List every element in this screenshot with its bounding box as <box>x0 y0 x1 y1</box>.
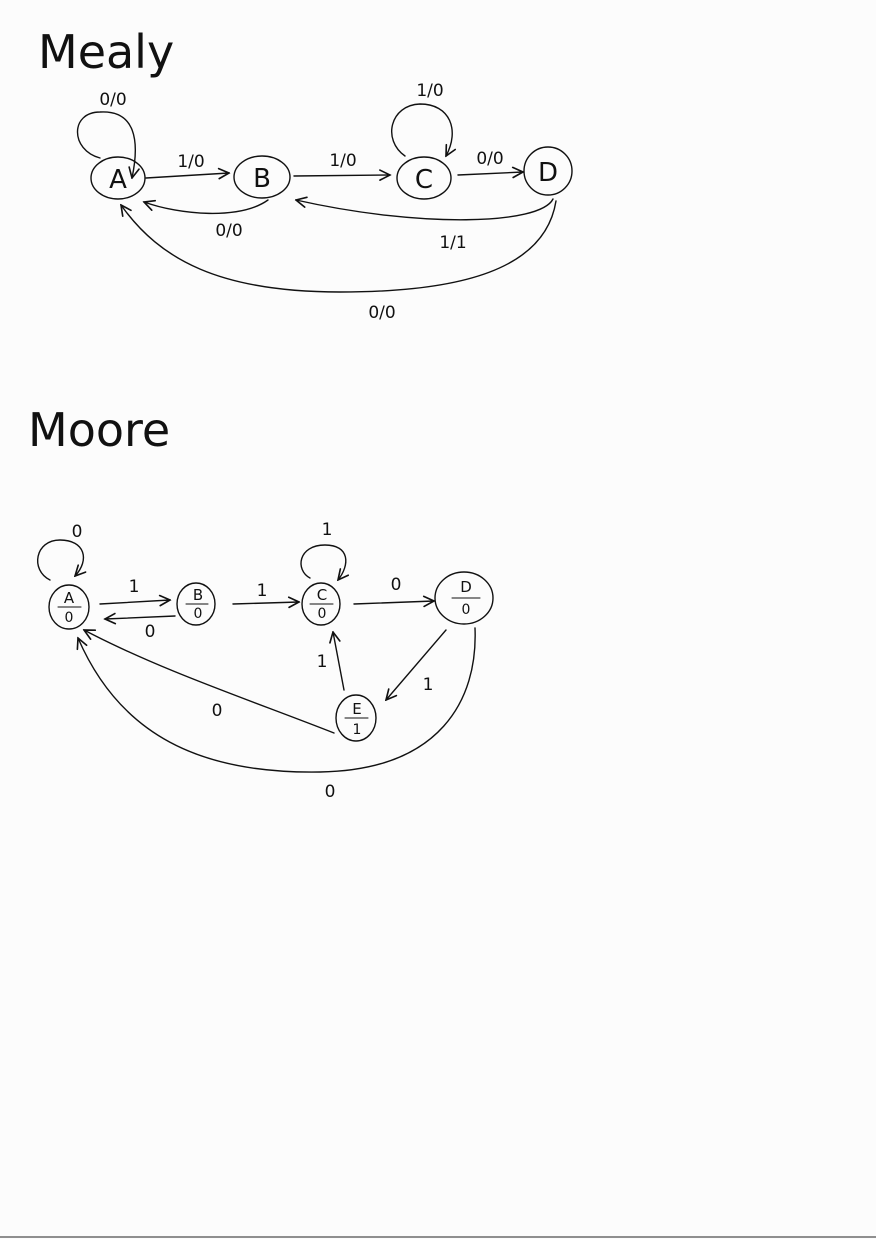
mealy-state-a-label: A <box>109 165 127 195</box>
mealy-c-self-loop <box>391 103 453 156</box>
moore-title: Moore <box>28 403 170 457</box>
mealy-state-c-label: C <box>415 165 433 195</box>
mealy-state-b-circle <box>233 155 291 199</box>
mealy-state-c-circle <box>396 156 452 200</box>
moore-state-d: D 0 <box>434 571 494 625</box>
moore-e-to-c-label: 1 <box>317 652 328 672</box>
moore-state-c-output: 0 <box>318 606 327 622</box>
moore-state-c: C 0 <box>301 582 341 626</box>
moore-state-b-circle <box>176 582 216 626</box>
moore-c-self-label: 1 <box>322 520 333 540</box>
moore-c-to-d-arrow <box>353 601 434 604</box>
moore-state-b-output: 0 <box>194 606 203 622</box>
moore-state-e-output: 1 <box>353 722 362 738</box>
mealy-b-to-a-label: 0/0 <box>215 221 242 241</box>
moore-state-c-circle <box>301 582 341 626</box>
moore-d-to-a-label: 0 <box>325 782 336 802</box>
moore-state-d-output: 0 <box>462 602 471 618</box>
mealy-state-d-label: D <box>538 158 558 188</box>
mealy-a-self-label: 0/0 <box>99 90 126 110</box>
moore-state-b-name: B <box>193 586 203 604</box>
moore-state-a-output: 0 <box>65 610 74 626</box>
mealy-a-self-loop <box>76 111 136 178</box>
mealy-d-to-b-arrow <box>296 199 554 221</box>
mealy-c-self-label: 1/0 <box>416 81 443 101</box>
moore-a-self-label: 0 <box>72 522 83 542</box>
mealy-a-to-b-label: 1/0 <box>177 152 204 172</box>
mealy-state-b-label: B <box>253 164 271 194</box>
moore-c-self-loop <box>300 544 346 580</box>
moore-b-to-c-label: 1 <box>257 581 268 601</box>
mealy-state-a: A <box>90 156 146 200</box>
moore-state-c-name: C <box>317 586 327 604</box>
moore-e-to-a-arrow <box>84 630 335 734</box>
mealy-b-to-c-arrow <box>293 175 390 176</box>
mealy-c-to-d-label: 0/0 <box>476 149 503 169</box>
mealy-b-to-a-arrow <box>144 199 269 215</box>
moore-d-to-a-arrow <box>78 627 476 773</box>
mealy-c-to-d-arrow <box>457 172 523 175</box>
moore-a-to-b-label: 1 <box>129 577 140 597</box>
mealy-state-a-circle <box>90 156 146 200</box>
mealy-state-b: B <box>233 155 291 199</box>
moore-e-to-a-label: 0 <box>212 701 223 721</box>
mealy-state-c: C <box>396 156 452 200</box>
moore-state-a-circle <box>48 584 90 630</box>
moore-a-to-b-arrow <box>99 600 170 604</box>
moore-state-e-circle <box>335 694 377 742</box>
moore-b-to-a-arrow <box>105 616 176 619</box>
moore-e-to-c-arrow <box>333 632 345 691</box>
moore-state-a-name: A <box>64 589 75 607</box>
moore-state-e: E 1 <box>335 694 377 742</box>
moore-d-to-e-arrow <box>386 629 447 700</box>
moore-b-to-a-label: 0 <box>145 622 156 642</box>
mealy-a-to-b-arrow <box>145 173 229 178</box>
moore-a-self-loop <box>37 539 84 581</box>
mealy-d-to-a-arrow <box>121 200 557 293</box>
mealy-b-to-c-label: 1/0 <box>329 151 356 171</box>
moore-d-to-e-label: 1 <box>423 675 434 695</box>
moore-state-b: B 0 <box>176 582 216 626</box>
mealy-d-to-b-label: 1/1 <box>439 233 466 253</box>
moore-b-to-c-arrow <box>232 602 299 604</box>
moore-state-a: A 0 <box>48 584 90 630</box>
moore-c-to-d-label: 0 <box>391 575 402 595</box>
moore-state-d-name: D <box>460 578 472 596</box>
moore-state-e-name: E <box>352 700 361 718</box>
mealy-title: Mealy <box>38 25 174 79</box>
mealy-state-d: D <box>523 146 573 196</box>
mealy-d-to-a-label: 0/0 <box>368 303 395 323</box>
